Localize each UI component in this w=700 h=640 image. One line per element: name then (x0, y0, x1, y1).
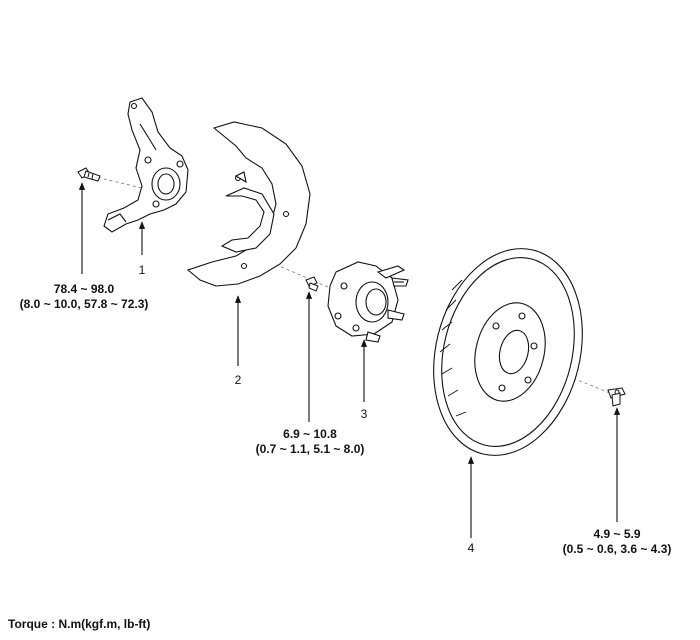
knuckle-bolt-icon (77, 167, 101, 182)
hub-bolt-icon (305, 276, 319, 292)
torque-nm: 4.9 ~ 5.9 (593, 527, 641, 541)
torque-label-hub: 6.9 ~ 10.8 (0.7 ~ 1.1, 5.1 ~ 8.0) (244, 427, 376, 457)
callout-4: 4 (467, 541, 475, 555)
torque-alt: (0.7 ~ 1.1, 5.1 ~ 8.0) (255, 442, 365, 456)
torque-nm: 78.4 ~ 98.0 (53, 282, 115, 296)
callout-2: 2 (234, 373, 242, 387)
torque-alt: (0.5 ~ 0.6, 3.6 ~ 4.3) (562, 542, 672, 556)
hub-bearing (327, 261, 409, 343)
disc-screw-icon (607, 387, 626, 407)
torque-alt: (8.0 ~ 10.0, 57.8 ~ 72.3) (19, 297, 149, 311)
leader-lines (78, 182, 621, 538)
torque-legend: Torque : N.m(kgf.m, lb-ft) (8, 617, 151, 631)
callout-3: 3 (360, 407, 368, 421)
callout-1: 1 (138, 263, 146, 277)
steering-knuckle (103, 97, 189, 233)
dust-cover (186, 121, 311, 287)
torque-nm: 6.9 ~ 10.8 (283, 427, 337, 441)
torque-label-knuckle: 78.4 ~ 98.0 (8.0 ~ 10.0, 57.8 ~ 72.3) (4, 282, 164, 312)
torque-label-disc: 4.9 ~ 5.9 (0.5 ~ 0.6, 3.6 ~ 4.3) (554, 527, 680, 557)
brake-disc (433, 248, 583, 456)
